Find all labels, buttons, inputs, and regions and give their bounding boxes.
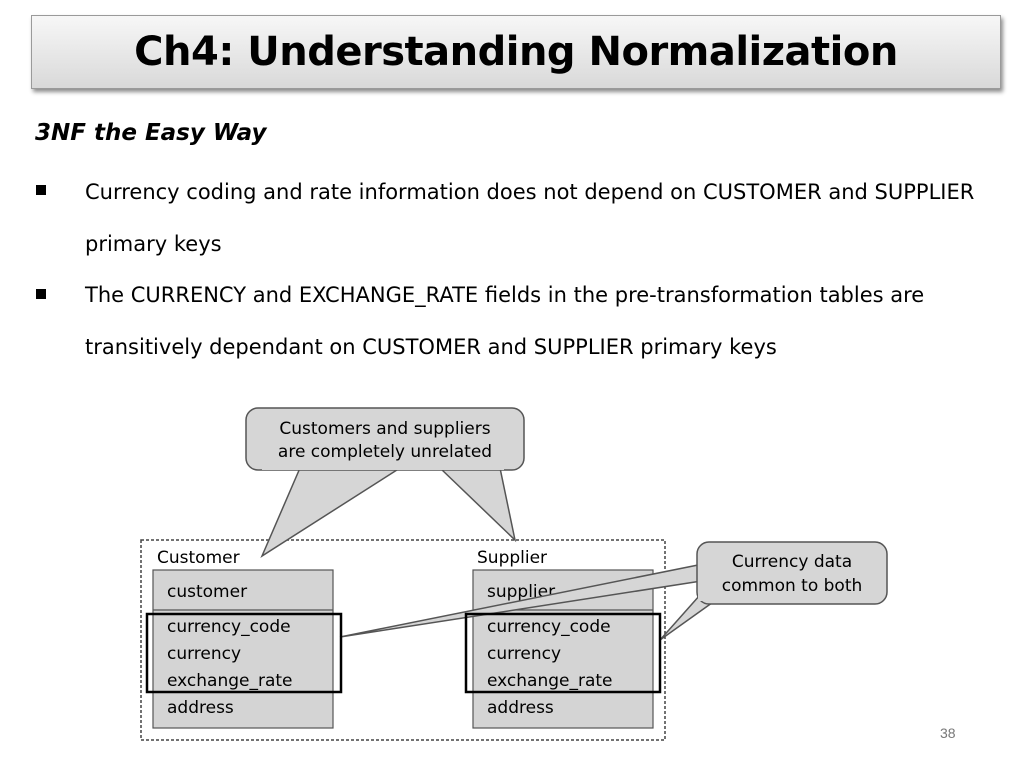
callout-right-line-2: common to both xyxy=(722,576,863,596)
customer-field: currency xyxy=(167,644,241,664)
bullet-text-2: The CURRENCY and EXCHANGE_RATE fields in… xyxy=(85,283,925,359)
slide-title: Ch4: Understanding Normalization xyxy=(134,29,898,75)
callout-right-bubble xyxy=(696,541,888,605)
callout-top-pointer xyxy=(260,467,403,558)
supplier-field: currency_code xyxy=(487,617,611,637)
bullet-text-1: Currency coding and rate information doe… xyxy=(85,180,975,256)
customer-table-name: Customer xyxy=(157,548,240,568)
callout-top-line-2: are completely unrelated xyxy=(278,442,492,462)
supplier-currency-highlight xyxy=(464,612,662,694)
customer-field: address xyxy=(167,698,234,718)
callout-top-pointer xyxy=(438,467,517,543)
bullet-marker xyxy=(36,289,46,299)
title-banner: Ch4: Understanding Normalization xyxy=(31,15,1001,89)
page-number: 38 xyxy=(940,725,956,741)
diagram-boundary xyxy=(140,539,666,741)
supplier-table-name: Supplier xyxy=(477,548,547,568)
supplier-field: currency xyxy=(487,644,561,664)
slide-subtitle: 3NF the Easy Way xyxy=(35,120,267,146)
customer-currency-highlight xyxy=(145,612,343,694)
supplier-field: address xyxy=(487,698,554,718)
bullet-marker xyxy=(36,185,46,195)
customer-field: currency_code xyxy=(167,617,291,637)
callout-right-line-1: Currency data xyxy=(732,552,852,572)
callout-top-join xyxy=(262,466,504,470)
callout-right-join xyxy=(698,561,703,601)
supplier-field: exchange_rate xyxy=(487,671,613,691)
callout-top-line-1: Customers and suppliers xyxy=(279,419,490,439)
customer-table xyxy=(152,569,334,729)
customer-field: customer xyxy=(167,582,247,602)
customer-field: exchange_rate xyxy=(167,671,293,691)
